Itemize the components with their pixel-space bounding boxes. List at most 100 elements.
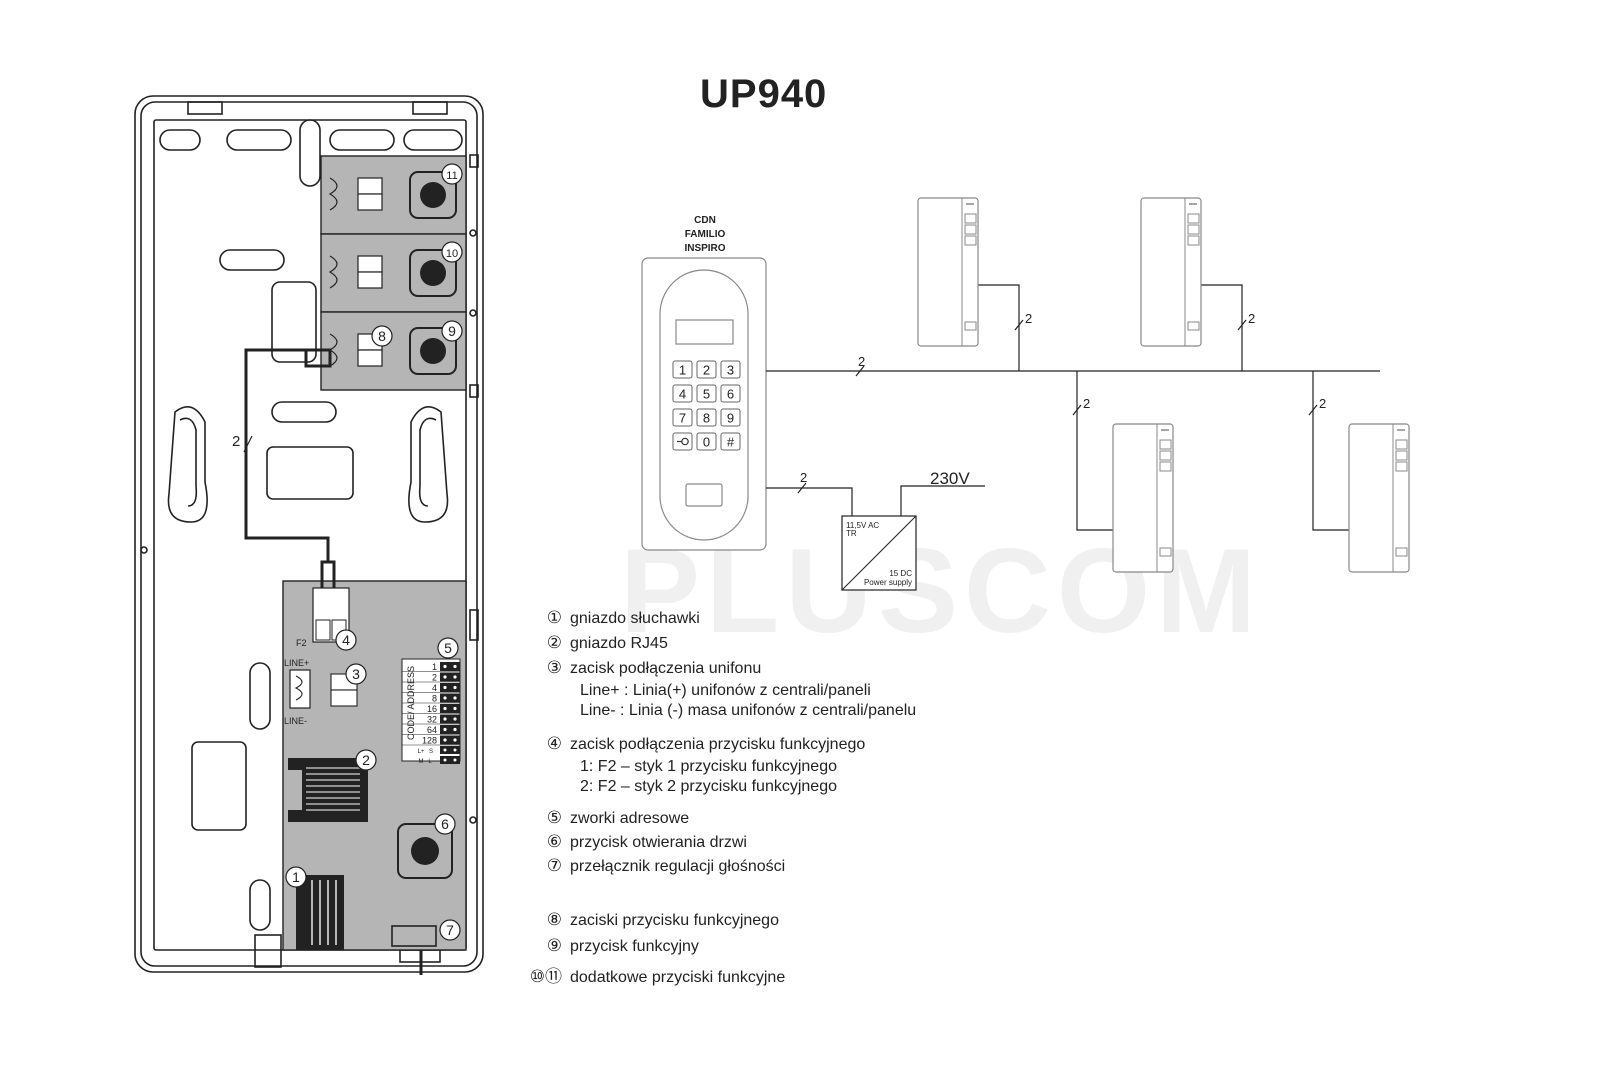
legend-number: ⑩⑪: [529, 967, 562, 986]
mode-jumper: L+: [418, 746, 460, 755]
legend-text: gniazdo RJ45: [570, 635, 668, 652]
svg-text:32: 32: [427, 715, 437, 725]
handset-unit: [1140, 197, 1202, 347]
wire-count-labels: 2 2 2 2 2 2: [800, 311, 1326, 485]
svg-text:64: 64: [427, 725, 437, 735]
svg-text:2: 2: [432, 673, 437, 683]
svg-text:3: 3: [727, 363, 734, 378]
callout-10: 10: [441, 241, 463, 263]
handset-unit: [1112, 423, 1174, 573]
svg-text:2: 2: [1248, 311, 1255, 326]
legend-item: ⑥ przycisk otwierania drzwi: [520, 832, 747, 852]
callout-7: 7: [439, 919, 461, 941]
f2-wire: [244, 348, 336, 588]
svg-text:M: M: [419, 759, 424, 765]
legend-text: przełącznik regulacji głośności: [570, 858, 786, 875]
svg-text:16: 16: [427, 704, 437, 714]
keypad-key: 3: [720, 360, 741, 379]
svg-text:1: 1: [432, 662, 437, 672]
function-button-blocks: [320, 155, 467, 391]
line-minus-label: LINE-: [284, 716, 307, 726]
address-jumper-row: 8: [402, 693, 460, 704]
keypad-key: 5: [696, 384, 717, 403]
svg-text:2: 2: [703, 363, 710, 378]
svg-text:2: 2: [858, 354, 865, 369]
svg-text:8: 8: [378, 328, 386, 344]
mode-jumper: M: [419, 756, 460, 765]
svg-text:#: #: [727, 435, 735, 450]
svg-text:8: 8: [703, 411, 710, 426]
svg-text:0: 0: [703, 435, 710, 450]
svg-text:10: 10: [446, 248, 458, 260]
legend-number: ④: [546, 734, 562, 753]
legend-text: zacisk podłączenia unifonu: [570, 660, 762, 677]
handset-units: [917, 197, 1410, 573]
legend-item: ⑦ przełącznik regulacji głośności: [520, 856, 785, 876]
svg-text:9: 9: [727, 411, 734, 426]
svg-text:6: 6: [727, 387, 734, 402]
keypad-key: 4: [672, 384, 693, 403]
svg-text:FAMILIO: FAMILIO: [685, 229, 726, 240]
keypad-key: #: [720, 432, 741, 451]
diagram-title: UP940: [700, 72, 828, 116]
address-header: CODE/ ADDRESS: [406, 666, 416, 740]
wire-count-left: 2: [232, 433, 240, 450]
svg-text:7: 7: [679, 411, 686, 426]
svg-text:1: 1: [292, 869, 300, 885]
callout-11: 11: [441, 163, 463, 185]
keypad-key: 2: [696, 360, 717, 379]
legend-number: ⑦: [546, 856, 562, 875]
keypad-key: 6: [720, 384, 741, 403]
svg-text:2: 2: [1025, 311, 1032, 326]
address-jumper-row: 64: [402, 725, 460, 735]
bus-lines: [766, 284, 1380, 531]
svg-text:8: 8: [432, 694, 437, 704]
svg-text:3: 3: [352, 666, 360, 682]
legend-subitem: Line- : Linia (-) masa unifonów z centra…: [580, 702, 917, 719]
legend-text: zworki adresowe: [570, 810, 690, 827]
address-jumper-row: 2: [402, 672, 460, 683]
legend-number: ⑥: [546, 832, 562, 851]
svg-text:9: 9: [448, 323, 456, 339]
legend-text: gniazdo słuchawki: [570, 610, 700, 627]
svg-text:2: 2: [1319, 396, 1326, 411]
legend-item: ⑩⑪ dodatkowe przyciski funkcyjne: [520, 962, 785, 987]
legend-subitem: Line+ : Linia(+) unifonów z centrali/pan…: [580, 682, 871, 699]
handset-unit: [1348, 423, 1410, 573]
psu-input-label: 11,5V AC: [846, 521, 879, 530]
legend-item: ④ zacisk podłączenia przycisku funkcyjneg…: [520, 734, 866, 754]
legend-item: ⑤ zworki adresowe: [520, 808, 689, 828]
legend-number: ②: [546, 633, 562, 652]
svg-text:1: 1: [679, 363, 686, 378]
legend-number: ③: [546, 658, 562, 677]
svg-text:2: 2: [362, 752, 370, 768]
callout-2: 2: [355, 749, 377, 771]
svg-text:4: 4: [679, 387, 686, 402]
psu-name: Power supply: [864, 578, 912, 587]
psu-input-sub: TR: [846, 529, 857, 538]
psu-output-label: 15 DC: [889, 569, 912, 578]
handset-socket: [296, 875, 344, 950]
legend-text: zacisk podłączenia przycisku funkcyjnego: [570, 736, 866, 753]
svg-text:2: 2: [1083, 396, 1090, 411]
svg-text:128: 128: [422, 736, 437, 746]
legend-number: ⑧: [546, 910, 562, 929]
keypad-key: 1: [672, 360, 693, 379]
svg-text:2: 2: [800, 470, 807, 485]
legend-text: przycisk otwierania drzwi: [570, 834, 747, 851]
svg-text:L+: L+: [418, 749, 425, 755]
handset-unit: [917, 197, 979, 347]
svg-text:4: 4: [432, 683, 437, 693]
address-jumper-row: 32: [402, 714, 460, 725]
callout-9: 9: [441, 320, 463, 342]
svg-text:7: 7: [446, 922, 454, 938]
legend-number: ⑤: [546, 808, 562, 827]
address-jumper-row: 16: [402, 704, 460, 714]
legend-subitem: 2: F2 – styk 2 przycisku funkcyjnego: [580, 778, 837, 795]
legend-item: ③ zacisk podłączenia unifonu: [520, 658, 761, 678]
legend-text: dodatkowe przyciski funkcyjne: [570, 969, 786, 986]
keypad-key: 8: [696, 408, 717, 427]
